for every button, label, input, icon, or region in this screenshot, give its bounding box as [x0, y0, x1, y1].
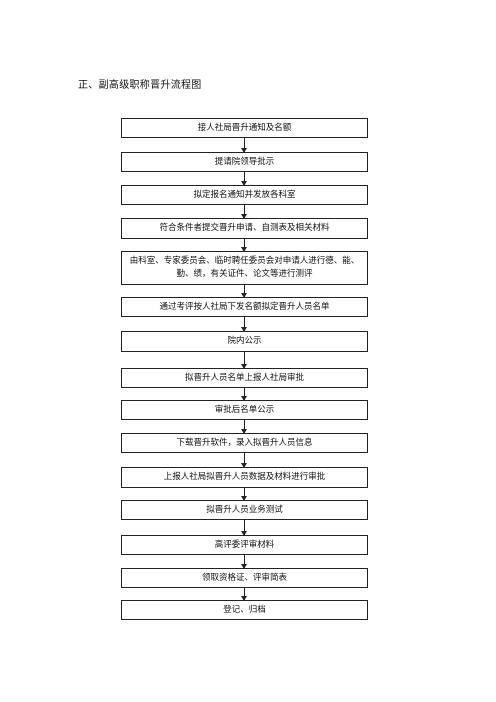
- step-13-box: 高评委评审材料: [121, 535, 368, 555]
- arrow-1-2: [241, 138, 247, 153]
- arrow-6-7: [241, 317, 247, 332]
- step-10-box: 下载晋升软件，录入拟晋升人员信息: [121, 433, 368, 453]
- arrow-11-12: [241, 488, 247, 501]
- step-14-box: 领取资格证、评审简表: [121, 568, 368, 588]
- arrow-10-11: [241, 453, 247, 468]
- step-3-box: 拟定报名通知并发放各科室: [121, 185, 368, 205]
- step-2-box: 提请院领导批示: [121, 152, 368, 172]
- arrow-5-6: [241, 285, 247, 298]
- arrow-8-9: [241, 388, 247, 401]
- arrow-4-5: [241, 239, 247, 252]
- step-7-box: 院内公示: [121, 331, 368, 352]
- step-5-box: 由科室、专家委员会、临时聘任委员会对申请人进行德、能、勤、绩，有关证件、论文等进…: [121, 251, 368, 285]
- arrow-9-10: [241, 420, 247, 434]
- step-8-box: 拟晋升人员名单上报人社局审批: [121, 368, 368, 388]
- arrow-14-15: [241, 588, 247, 601]
- step-1-box: 接人社局晋升通知及名额: [121, 118, 368, 138]
- arrow-13-14: [241, 555, 247, 569]
- step-15-box: 登记、归档: [121, 600, 368, 620]
- page-title: 正、副高级职称晋升流程图: [78, 80, 202, 91]
- step-9-box: 审批后名单公示: [121, 400, 368, 420]
- step-12-box: 拟晋升人员业务测试: [121, 500, 368, 520]
- arrow-3-4: [241, 205, 247, 219]
- arrow-12-13: [241, 520, 247, 536]
- step-4-box: 符合条件者提交晋升申请、自测表及相关材料: [121, 218, 368, 239]
- arrow-7-8: [241, 352, 247, 369]
- arrow-2-3: [241, 172, 247, 186]
- step-6-box: 通过考评按人社局下发名额拟定晋升人员名单: [121, 297, 368, 317]
- step-11-box: 上报人社局拟晋升人员数据及材料进行审批: [121, 467, 368, 488]
